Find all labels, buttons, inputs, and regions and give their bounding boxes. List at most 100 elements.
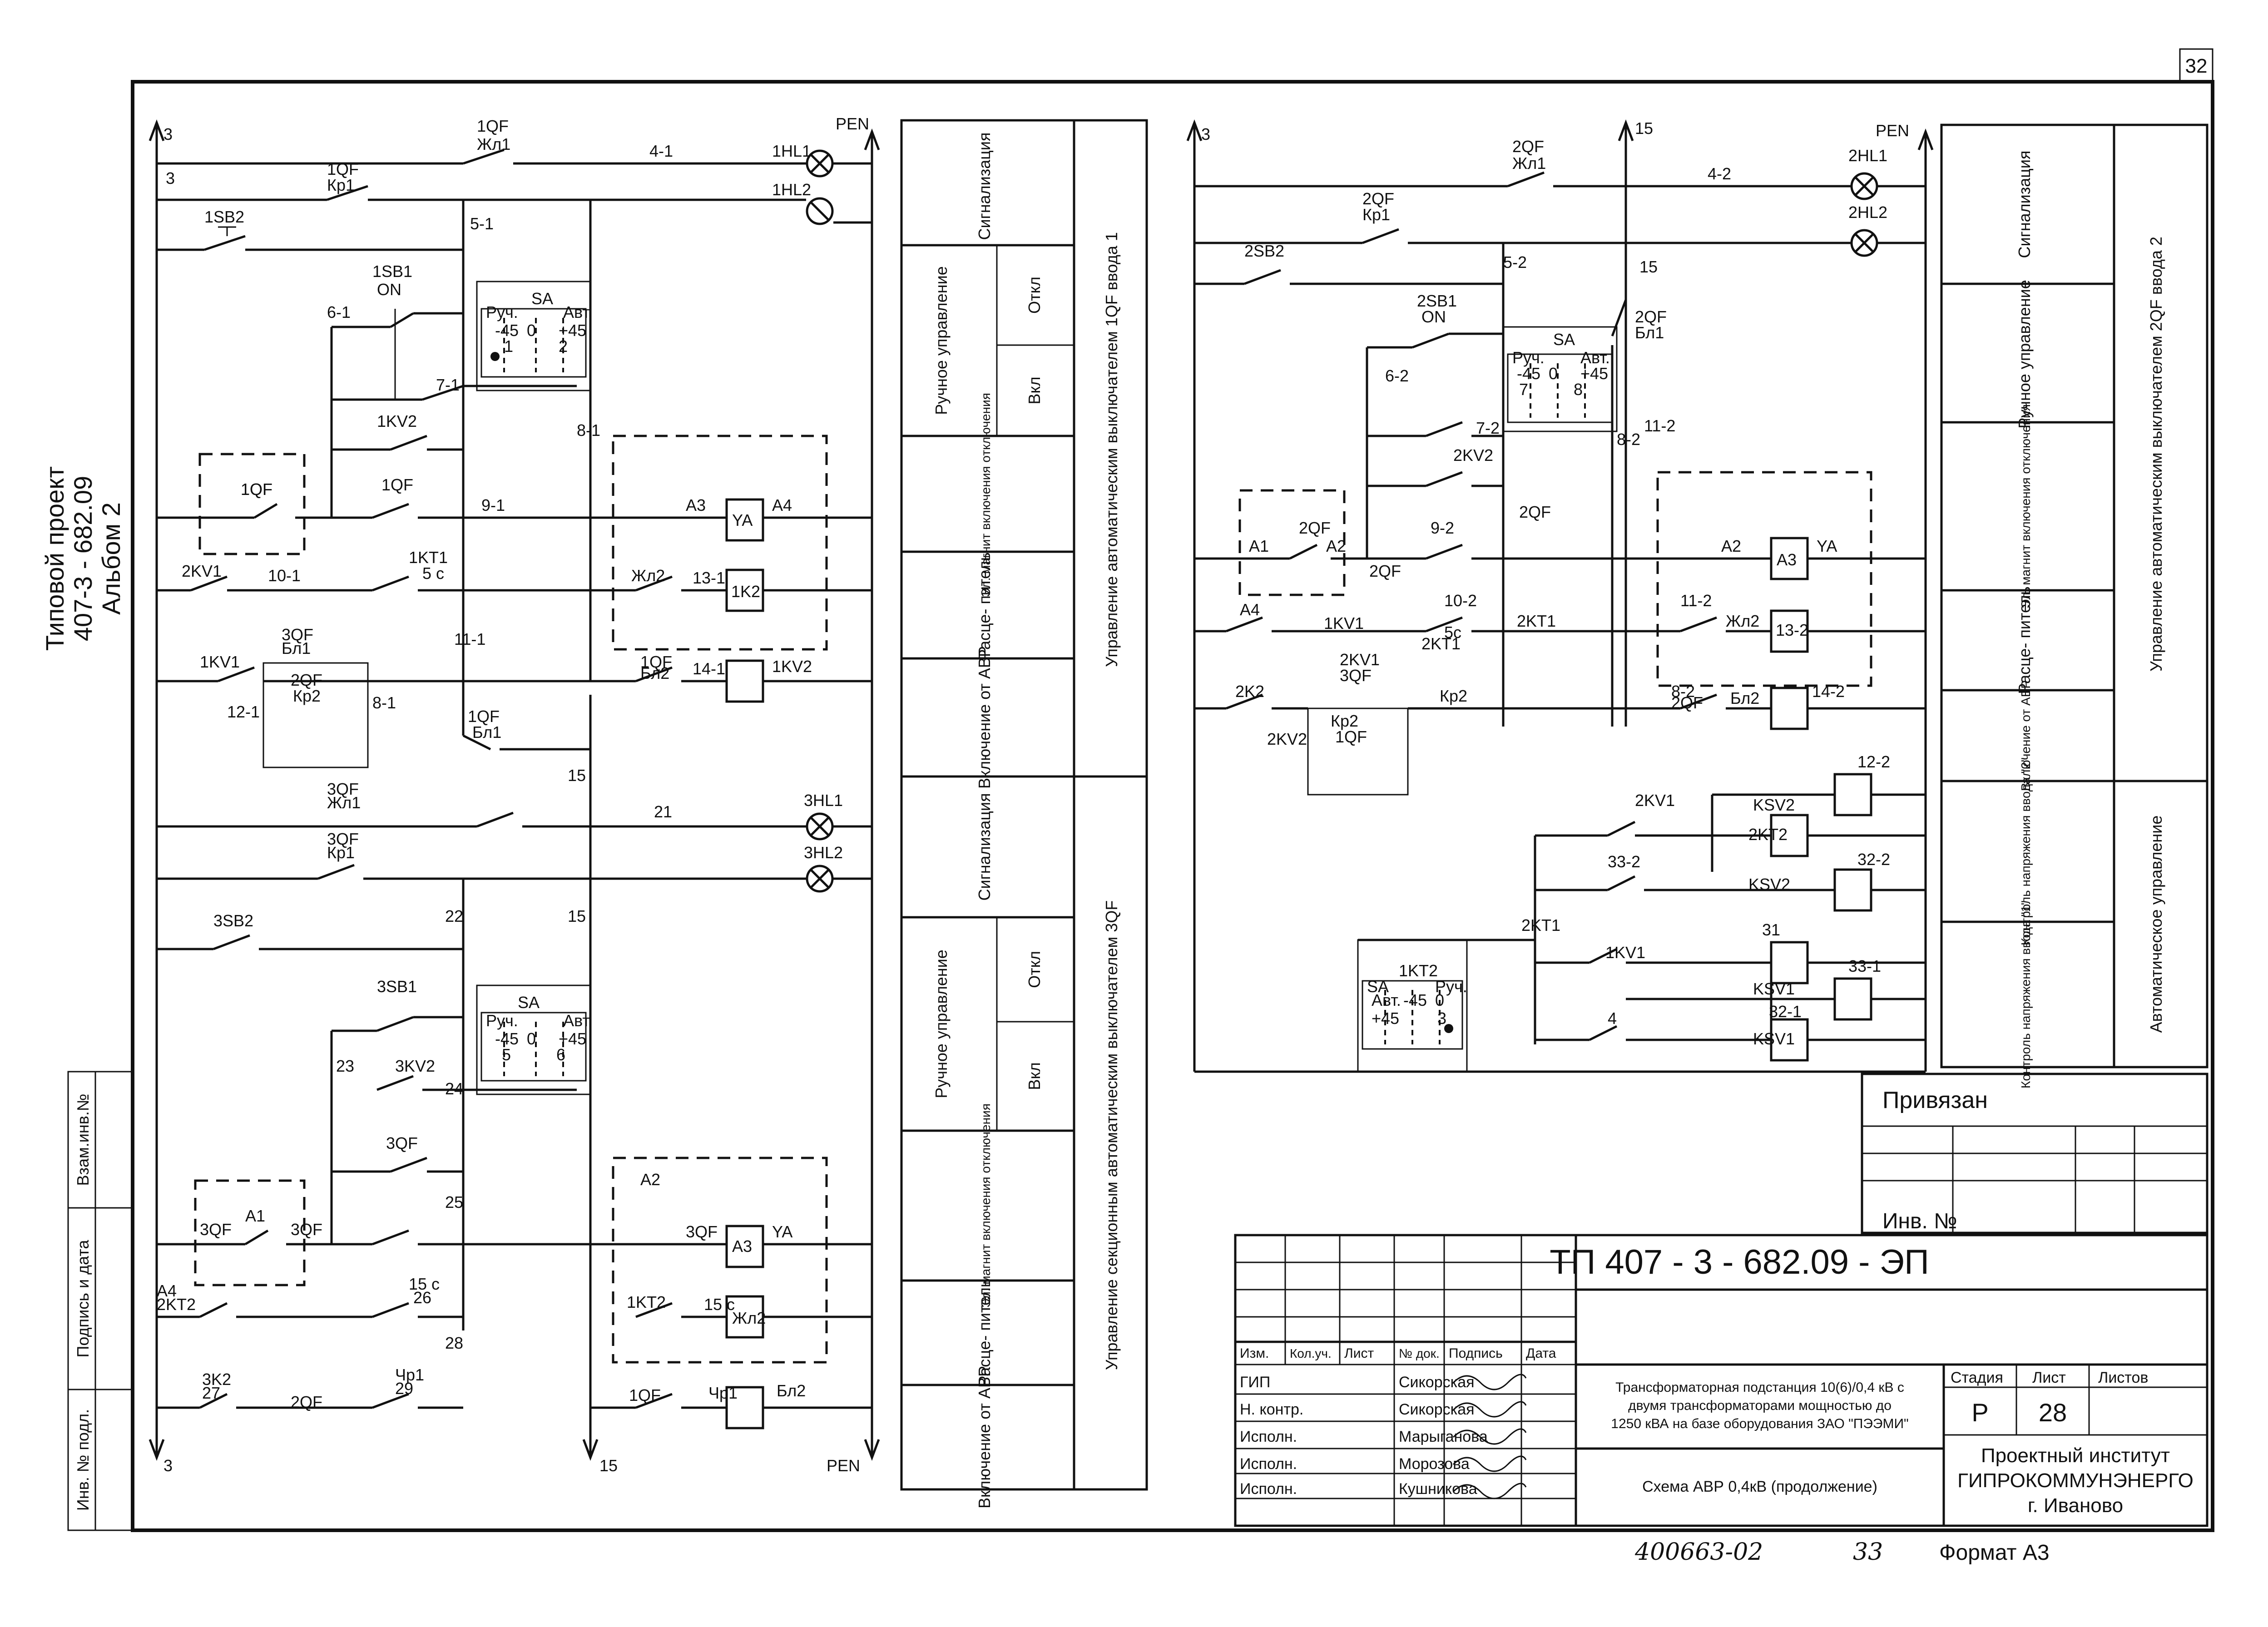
tb-sheet: 28 <box>2039 1398 2067 1427</box>
lt-row-avr-1: Включение от АВР <box>975 646 994 789</box>
right-circuit-label-69: SA <box>1367 977 1389 996</box>
right-circuit-label-21: 8 <box>1574 380 1583 399</box>
left-circuit-label-47: 1KV2 <box>772 657 812 676</box>
right-circuit-label-3: 2HL1 <box>1848 146 1887 165</box>
lt-row-avr-2: Включение от АВР <box>975 1366 994 1508</box>
left-circuit-label-8: 1SB2 <box>204 208 244 226</box>
left-circuit-label-45: Бл2 <box>640 664 669 682</box>
left-circuit-label-91: 28 <box>445 1334 463 1352</box>
signature-4 <box>1452 1455 1527 1472</box>
right-circuit-label-13: Бл1 <box>1635 323 1664 342</box>
left-circuit-label-95: Чр1 <box>395 1365 424 1384</box>
handwritten-sheet: 33 <box>1853 1538 1883 1566</box>
left-circuit-label-73: 3KV2 <box>395 1057 435 1075</box>
left-circuit-label-21: 7-1 <box>436 376 460 394</box>
stamp-inv: Инв. № подл. <box>74 1409 92 1511</box>
left-circuit-label-23: 1KV2 <box>377 412 417 430</box>
left-circuit-label-89: 15 с <box>704 1295 735 1314</box>
right-circuit-label-42: 11-2 <box>1680 591 1712 610</box>
privyazan-inv: Инв. № <box>1882 1209 1957 1233</box>
left-circuit-label-67: -45 <box>495 1029 519 1048</box>
right-function-table: Сигнализация Ручное управление Эл. магни… <box>1940 124 2209 1088</box>
left-circuit-label-59: 3HL2 <box>804 843 843 862</box>
tb-role-nkontr: Н. контр. <box>1240 1401 1303 1418</box>
left-circuit-label-37: 1K2 <box>731 582 760 601</box>
right-circuit-label-29: A2 <box>1326 537 1346 555</box>
left-circuit-label-7: 1HL2 <box>772 180 811 199</box>
left-circuit-label-19: 1 <box>504 337 513 356</box>
right-circuit: 3 15 PEN <box>1186 119 1934 1073</box>
tb-role-gip: ГИП <box>1240 1374 1270 1391</box>
right-circuit-label-61: KSV2 <box>1748 875 1790 894</box>
left-circuit-label-82: A3 <box>732 1237 752 1256</box>
right-circuit-label-37: 1KV1 <box>1324 614 1364 633</box>
left-circuit-label-85: 2KT2 <box>157 1295 196 1314</box>
left-circuit-label-31: 2KV1 <box>182 562 222 580</box>
lamp-3hl1 <box>806 812 834 841</box>
left-circuit-label-26: 9-1 <box>481 496 505 514</box>
left-circuit-label-68: 0 <box>527 1029 536 1048</box>
right-circuit-label-70: Руч. <box>1435 977 1467 996</box>
right-circuit-label-7: 2SB2 <box>1244 242 1284 260</box>
right-circuit-label-59: 2KT2 <box>1748 825 1788 844</box>
right-circuit-label-2: 4-2 <box>1708 164 1731 183</box>
lamp-1hl2 <box>806 197 834 225</box>
left-circuit-label-53: 3QF <box>327 780 359 798</box>
right-circuit-label-48: Кр2 <box>1331 712 1358 730</box>
left-circuit-label-78: A1 <box>245 1207 265 1225</box>
right-circuit-label-20: 7 <box>1519 380 1528 399</box>
lt-row-manual-1: Ручное управление <box>932 266 951 415</box>
lt-row-off-2: Откл <box>1025 951 1044 988</box>
lamp-2hl1 <box>1850 172 1878 200</box>
right-circuit-label-15: Руч. <box>1512 348 1545 367</box>
right-circuit-label-10: 2SB1 <box>1417 292 1457 310</box>
right-circuit-label-14: SA <box>1553 330 1575 349</box>
right-circuit-label-75: 3 <box>1437 1009 1446 1028</box>
tb-role-isp2: Исполн. <box>1240 1455 1297 1473</box>
left-circuit-label-88: 1KT2 <box>627 1293 666 1311</box>
rrail-pen: PEN <box>1876 121 1909 140</box>
tb-org-2: ГИПРОКОММУНЭНЕРГО <box>1957 1469 2194 1492</box>
side-title-line-2: 407-3 - 682.09 <box>69 476 97 641</box>
left-circuit-label-10: 1SB1 <box>372 262 412 281</box>
right-circuit-label-36: A4 <box>1240 600 1260 619</box>
right-circuit-label-8: 5-2 <box>1503 253 1527 272</box>
tb-head-sign: Подпись <box>1449 1346 1503 1361</box>
right-circuit-label-9: 15 <box>1639 257 1658 276</box>
lt-row-on-2: Вкл <box>1025 1062 1044 1090</box>
rail-3-bottom: 3 <box>163 1456 173 1475</box>
left-circuit-label-57: 3QF <box>327 830 359 848</box>
right-circuit-label-72: -45 <box>1403 991 1427 1009</box>
left-circuit-label-90: Жл2 <box>732 1309 766 1327</box>
stamp-vzam: Взам.инв.№ <box>74 1093 92 1186</box>
left-circuit-label-24: 1QF <box>241 480 272 499</box>
left-circuit-label-61: 22 <box>445 907 463 925</box>
signature-5 <box>1452 1483 1527 1499</box>
left-circuit: 3 3 PEN PEN 15 <box>149 114 880 1475</box>
side-title-line-1: Типовой проект <box>40 466 69 651</box>
left-circuit-label-55: 21 <box>654 802 672 821</box>
left-circuit-label-22: 8-1 <box>577 421 600 440</box>
left-circuit-label-65: Руч. <box>486 1011 518 1030</box>
left-circuit-label-54: Жл1 <box>327 793 361 812</box>
left-circuit-label-30: A4 <box>772 496 792 514</box>
left-circuit-label-38: 3QF <box>282 625 313 644</box>
right-circuit-label-22: 6-2 <box>1385 366 1409 385</box>
left-function-table: Сигнализация Ручное управление Откл Вкл … <box>900 119 1148 1508</box>
lt-row-manual-2: Ручное управление <box>932 949 951 1098</box>
left-circuit-label-63: 3SB1 <box>377 977 417 996</box>
side-title-line-3: Альбом 2 <box>97 502 125 615</box>
lt-row-release-1: Расце- питель <box>975 552 994 660</box>
lt-row-magnet-1: Эл. магнит включения отключения <box>979 393 993 597</box>
right-circuit-label-67: 33-1 <box>1848 957 1881 975</box>
right-circuit-label-41: 2KT1 <box>1517 612 1556 630</box>
tb-role-isp1: Исполн. <box>1240 1428 1297 1445</box>
right-circuit-label-66: KSV1 <box>1753 979 1795 998</box>
left-circuit-label-76: 25 <box>445 1193 463 1212</box>
privyazan-block: Привязан Инв. № <box>1861 1073 2209 1234</box>
left-circuit-label-98: Чр1 <box>708 1384 738 1402</box>
left-circuit-label-35: Жл2 <box>631 566 665 585</box>
right-circuit-label-60: 33-2 <box>1608 852 1640 871</box>
